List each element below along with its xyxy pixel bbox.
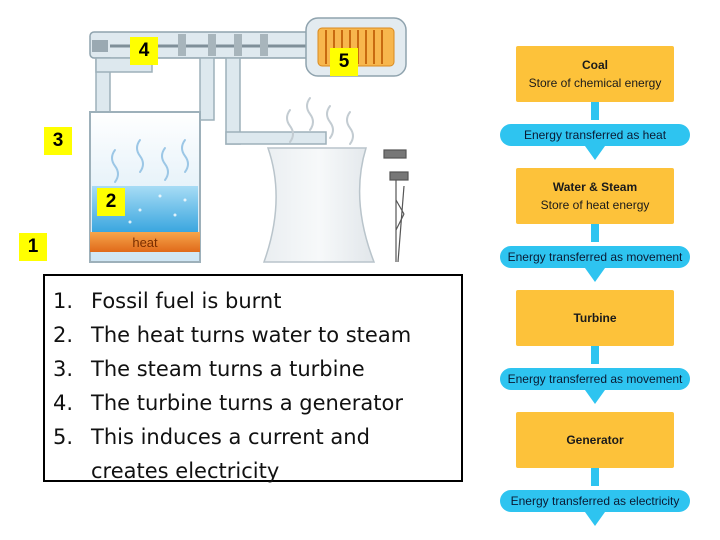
step-text: This induces a current and creates elect… (91, 425, 370, 483)
step-item: 1. Fossil fuel is burnt (53, 284, 453, 318)
transfer-movement-pill: Energy transferred as movement (500, 246, 690, 268)
step-text: The heat turns water to steam (91, 323, 412, 347)
step-text: Fossil fuel is burnt (91, 289, 282, 313)
label-3: 3 (44, 127, 72, 155)
step-item: 5. This induces a current and creates ele… (53, 420, 453, 488)
steps-list-box: 1. Fossil fuel is burnt 2. The heat turns … (43, 274, 463, 483)
step-text: The steam turns a turbine (91, 357, 365, 381)
step-number: 5. (53, 425, 74, 449)
label-2: 2 (97, 188, 125, 216)
transfer-movement-pill: Energy transferred as movement (500, 368, 690, 390)
label-4: 4 (130, 37, 158, 65)
turbine-box: Turbine (516, 290, 674, 346)
store-title: Generator (566, 433, 624, 447)
store-subtitle: Store of chemical energy (528, 76, 662, 90)
step-text: The turbine turns a generator (91, 391, 403, 415)
coal-store-box: Coal Store of chemical energy (516, 46, 674, 102)
pylon-icon (383, 149, 409, 263)
turbine (89, 31, 320, 59)
steps-list: 1. Fossil fuel is burnt 2. The heat turns … (53, 284, 453, 488)
step-item: 3. The steam turns a turbine (53, 352, 453, 386)
store-title: Turbine (573, 311, 617, 325)
store-title: Coal (581, 58, 608, 72)
transfer-heat-pill: Energy transferred as heat (500, 124, 690, 146)
cooling-tower (262, 97, 376, 263)
flow-arrows (585, 102, 605, 526)
store-title: Water & Steam (552, 180, 638, 194)
transfer-electricity-pill: Energy transferred as electricity (500, 490, 690, 512)
step-number: 2. (53, 323, 74, 347)
step-item: 2. The heat turns water to steam (53, 318, 453, 352)
heat-label: heat (132, 235, 158, 250)
label-1: 1 (19, 233, 47, 261)
water-steam-store-box: Water & Steam Store of heat energy (516, 168, 674, 224)
generator-box: Generator (516, 412, 674, 468)
store-subtitle: Store of heat energy (540, 198, 650, 212)
label-5: 5 (330, 48, 358, 76)
step-number: 3. (53, 357, 74, 381)
step-number: 4. (53, 391, 74, 415)
step-number: 1. (53, 289, 74, 313)
step-item: 4. The turbine turns a generator (53, 386, 453, 420)
